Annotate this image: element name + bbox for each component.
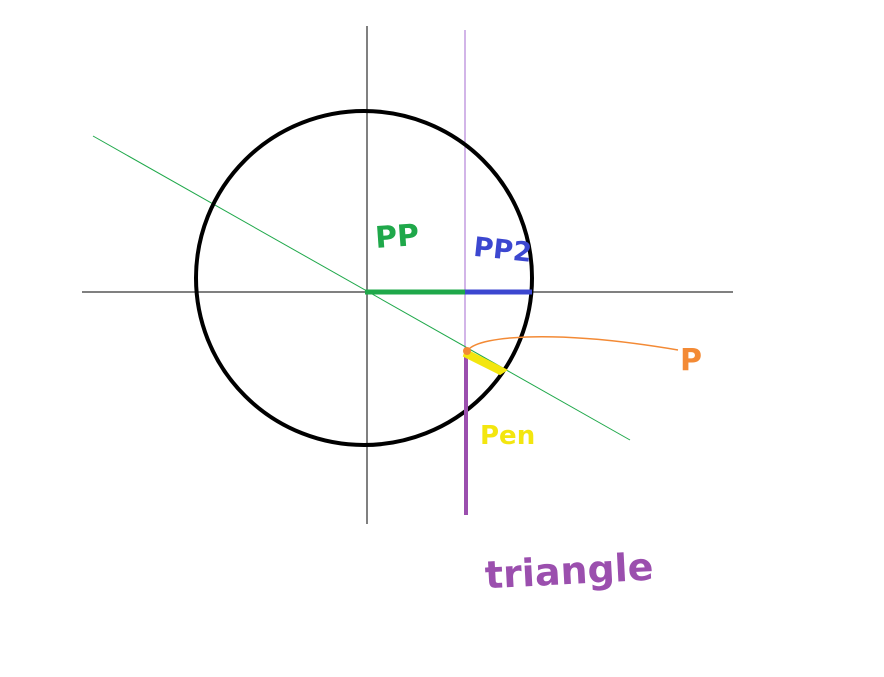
diagonal-line bbox=[92, 135, 631, 441]
label-pp: PP bbox=[374, 218, 420, 256]
label-pp2: PP2 bbox=[472, 232, 533, 269]
p-point bbox=[463, 347, 471, 355]
label-pen: Pen bbox=[480, 421, 535, 451]
label-triangle: triangle bbox=[484, 545, 655, 598]
label-p: P bbox=[680, 343, 702, 378]
pen-segment bbox=[462, 348, 508, 376]
circle bbox=[194, 109, 534, 447]
p-pointer-curve bbox=[467, 336, 679, 351]
